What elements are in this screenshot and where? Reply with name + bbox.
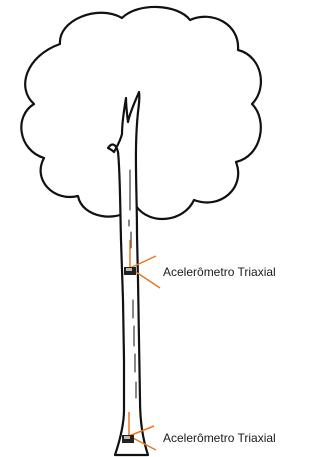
lower-sensor-label: Acelerômetro Triaxial xyxy=(163,431,276,445)
upper-sensor-label: Acelerômetro Triaxial xyxy=(163,265,276,279)
tree-canopy xyxy=(21,7,261,219)
